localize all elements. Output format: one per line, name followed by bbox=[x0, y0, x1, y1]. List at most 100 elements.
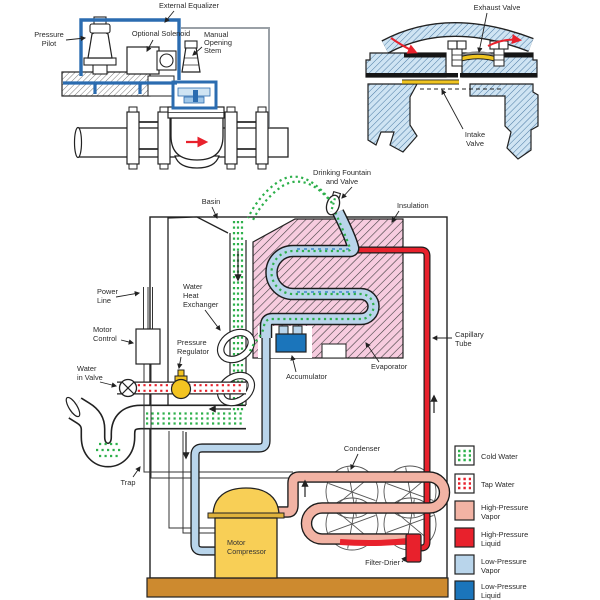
pilot-piping bbox=[63, 18, 181, 94]
power-line-label-2: Line bbox=[97, 296, 111, 305]
motor-control-leader bbox=[120, 339, 135, 345]
filter-drier-leader bbox=[401, 556, 407, 563]
manual-stem-label-3: Stem bbox=[204, 46, 221, 55]
legend-label-lp-liquid-1: Low-Pressure bbox=[481, 582, 527, 591]
condenser-leader bbox=[350, 453, 359, 470]
pressure-regulator-leader bbox=[177, 356, 183, 370]
wiring bbox=[143, 364, 293, 534]
valve-body bbox=[170, 117, 224, 161]
trap-leader bbox=[132, 466, 141, 478]
legend-label-hp-liquid-2: Liquid bbox=[481, 539, 501, 548]
gasket-left bbox=[404, 53, 446, 58]
basin-label: Basin bbox=[202, 197, 221, 206]
flow-arrow-right bbox=[487, 34, 522, 47]
water-in-valve-label-1: Water bbox=[77, 364, 97, 373]
power-lines bbox=[143, 287, 153, 330]
flow-arrow-left bbox=[390, 37, 418, 54]
filter-drier-label: Filter-Drier bbox=[365, 558, 400, 567]
cold-water-dots bbox=[96, 221, 244, 458]
filter-drier-body bbox=[405, 533, 422, 563]
intake-valve-label-2: Valve bbox=[466, 139, 484, 148]
pressure-pilot-leader bbox=[65, 35, 87, 42]
capillary-tube-line bbox=[356, 247, 430, 551]
manual-stem-leader bbox=[192, 46, 203, 56]
legend-label-lp-vapor-2: Vapor bbox=[481, 566, 501, 575]
legend-item-hp-vapor: High-Pressure Vapor bbox=[454, 500, 528, 521]
manifold-step bbox=[147, 75, 175, 97]
evaporator-leader bbox=[365, 342, 380, 363]
insulation-leader bbox=[391, 210, 400, 223]
legend-label-hp-liquid-1: High-Pressure bbox=[481, 530, 528, 539]
gasket-right bbox=[494, 53, 533, 58]
pressure-regulator-label-2: Regulator bbox=[177, 347, 210, 356]
legend-item-lp-vapor: Low-Pressure Vapor bbox=[454, 554, 527, 575]
legend-label-hp-vapor-1: High-Pressure bbox=[481, 503, 528, 512]
pressure-pilot-label-2: Pilot bbox=[42, 39, 56, 48]
motor-compressor-label-2: Compressor bbox=[227, 547, 267, 556]
capillary-tube-label-2: Tube bbox=[455, 339, 472, 348]
water-heat-exchanger-label-1: Water bbox=[183, 282, 203, 291]
intake-valve-leader bbox=[441, 89, 464, 130]
condenser-label: Condenser bbox=[344, 444, 381, 453]
drinking-fountain-leader bbox=[341, 186, 353, 199]
plate-gasket-right bbox=[460, 73, 537, 78]
drain-trap bbox=[65, 396, 246, 468]
base-platform bbox=[146, 577, 449, 598]
power-line-label-1: Power bbox=[97, 287, 118, 296]
water-heat-exchanger-label-2: Heat bbox=[183, 291, 199, 300]
water-spray-arc bbox=[247, 175, 333, 221]
motor-compressor-unit: Motor Compressor bbox=[207, 487, 285, 579]
external-equalizer-line bbox=[181, 27, 270, 127]
power-line-leader bbox=[115, 291, 141, 298]
insulation-notch bbox=[321, 343, 347, 359]
plate-gasket-left bbox=[366, 73, 458, 78]
basin-leader bbox=[211, 206, 218, 219]
drain-outlet bbox=[65, 396, 81, 418]
water-in-valve-label-2: in Valve bbox=[77, 373, 103, 382]
cylinder-block-left bbox=[367, 83, 419, 153]
exhaust-valve-leader bbox=[477, 12, 488, 54]
legend-label-cold-water: Cold Water bbox=[481, 452, 518, 461]
motor-control-label-1: Motor bbox=[93, 325, 112, 334]
water-in-valve bbox=[118, 378, 138, 398]
water-in-valve-leader bbox=[99, 381, 118, 388]
pressure-pilot-device bbox=[83, 16, 117, 75]
legend-label-lp-liquid-2: Liquid bbox=[481, 591, 501, 600]
water-heat-exchanger-leader bbox=[204, 309, 221, 331]
legend-label-hp-vapor-2: Vapor bbox=[481, 512, 501, 521]
heat-exchanger-coil bbox=[216, 328, 256, 407]
external-equalizer-label: External Equalizer bbox=[159, 1, 220, 10]
accumulator-label: Accumulator bbox=[286, 372, 328, 381]
suction-line bbox=[191, 334, 270, 555]
cylinder-block-right bbox=[469, 83, 539, 160]
optional-solenoid-leader bbox=[146, 39, 154, 52]
manual-stem-device bbox=[181, 40, 201, 73]
valve-bonnet bbox=[171, 80, 218, 110]
insulation-label: Insulation bbox=[397, 201, 429, 210]
fountain-bubbler bbox=[325, 190, 342, 216]
accumulator-device bbox=[275, 325, 307, 353]
condenser-coil bbox=[277, 472, 449, 544]
evaporator-label: Evaporator bbox=[371, 362, 408, 371]
legend: Cold Water Tap Water High-Pressure Vapor… bbox=[454, 445, 528, 600]
optional-solenoid-label: Optional Solenoid bbox=[132, 29, 190, 38]
motor-control-label-2: Control bbox=[93, 334, 117, 343]
compressor-valve-diagram: Exhaust Valve Intake Valve bbox=[365, 3, 539, 160]
legend-label-tap-water: Tap Water bbox=[481, 480, 515, 489]
motor-compressor-label-1: Motor bbox=[227, 538, 246, 547]
pipe-assembly bbox=[73, 106, 289, 170]
drinking-fountain-label-2: and Valve bbox=[326, 177, 358, 186]
pressure-regulator-label-1: Pressure bbox=[177, 338, 207, 347]
exhaust-valve-label: Exhaust Valve bbox=[474, 3, 521, 12]
water-heat-exchanger-label-3: Exchanger bbox=[183, 300, 219, 309]
motor-control-box bbox=[135, 328, 161, 365]
legend-item-hp-liquid: High-Pressure Liquid bbox=[454, 527, 528, 548]
legend-label-lp-vapor-1: Low-Pressure bbox=[481, 557, 527, 566]
intake-valve-label-1: Intake bbox=[465, 130, 485, 139]
refrigerant-speckle bbox=[297, 248, 356, 293]
drinking-fountain-label-1: Drinking Fountain bbox=[313, 168, 371, 177]
legend-item-lp-liquid: Low-Pressure Liquid bbox=[454, 580, 527, 600]
accumulator-leader bbox=[290, 354, 297, 373]
